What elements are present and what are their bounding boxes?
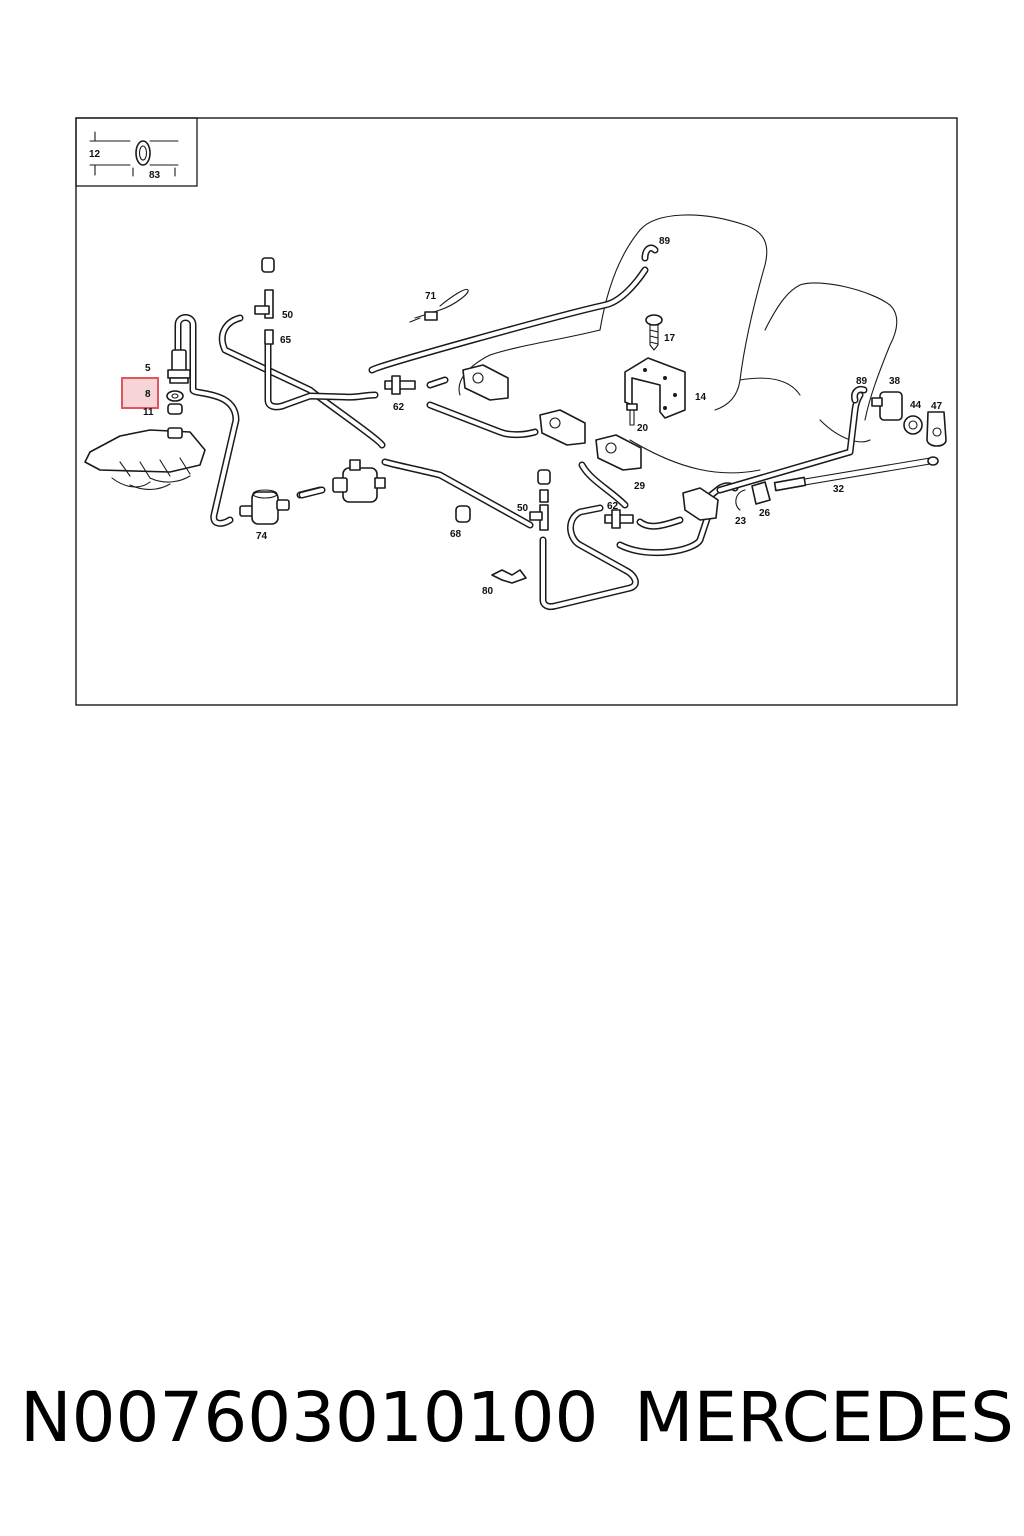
tee-connector-62 (384, 375, 634, 529)
label-80: 80 (482, 586, 494, 597)
label-89-top: 89 (659, 236, 671, 247)
label-26: 26 (759, 508, 771, 519)
label-38: 38 (889, 376, 901, 387)
filter-74 (239, 489, 290, 525)
label-20: 20 (637, 423, 649, 434)
label-62-left: 62 (393, 402, 405, 413)
parts-diagram: 12 83 (75, 117, 958, 706)
label-17: 17 (664, 333, 676, 344)
highlight-box-part-8 (121, 377, 159, 409)
label-89-right: 89 (856, 376, 868, 387)
rod-32 (773, 456, 939, 492)
hose-stubs (298, 486, 326, 499)
label-50-bottom: 50 (517, 503, 529, 514)
label-65: 65 (280, 335, 292, 346)
fitting-5 (166, 314, 240, 527)
screw-17 (645, 314, 663, 351)
clips-23-26 (735, 481, 771, 511)
label-5: 5 (145, 363, 151, 374)
elbow-89-top (641, 244, 659, 262)
part-number: N007603010100 (20, 1378, 599, 1458)
tee-connector-50-top (254, 257, 275, 345)
stud-20 (626, 403, 638, 426)
brand-name: MERCEDES (634, 1378, 1014, 1458)
label-8: 8 (145, 389, 151, 400)
left-manifold (84, 427, 206, 490)
label-44: 44 (910, 400, 922, 411)
seat-outline (458, 214, 898, 474)
cable-tie-71 (409, 288, 469, 323)
check-valve (332, 459, 386, 503)
bottom-fittings (455, 469, 551, 584)
diagram-frame (75, 117, 958, 706)
label-11: 11 (143, 407, 154, 418)
label-50-top: 50 (282, 310, 294, 321)
rubber-mounts (462, 364, 719, 521)
right-side-parts (851, 386, 947, 447)
inset-label-83: 83 (149, 170, 161, 181)
label-14: 14 (695, 392, 707, 403)
label-47: 47 (931, 401, 943, 412)
label-74: 74 (256, 531, 268, 542)
label-71: 71 (425, 291, 437, 302)
label-62-bottom: 62 (607, 501, 619, 512)
label-68: 68 (450, 529, 462, 540)
label-23: 23 (735, 516, 747, 527)
label-29: 29 (634, 481, 646, 492)
inset-label-12: 12 (89, 149, 101, 160)
hose-network (218, 266, 864, 611)
label-32: 32 (833, 484, 845, 495)
part-labels: 5 8 11 50 65 74 71 62 89 17 14 20 89 38 … (143, 236, 943, 597)
inset-detail: 12 83 (75, 117, 198, 187)
